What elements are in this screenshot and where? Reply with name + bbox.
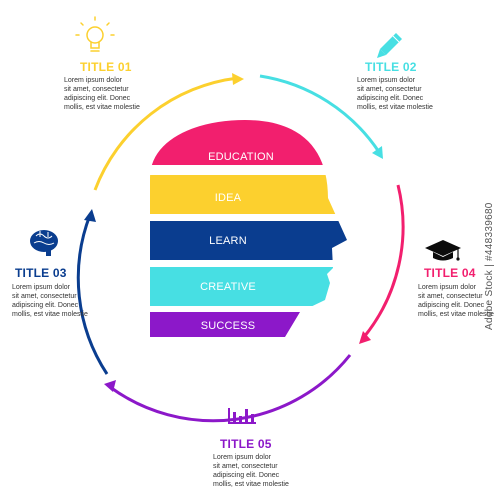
bar-chart-icon — [228, 408, 256, 424]
step-04-text: Lorem ipsum dolor sit amet, consectetur … — [418, 284, 494, 318]
lightbulb-icon — [75, 16, 115, 52]
step-01-text: Lorem ipsum dolor sit amet, consectetur … — [64, 77, 140, 111]
stock-watermark: Adobe Stock | #448339680 — [484, 202, 495, 330]
arrowhead-purple — [104, 380, 116, 392]
brain-icon — [30, 230, 58, 256]
arrowhead-yellow — [232, 73, 244, 85]
arc-cyan — [259, 74, 381, 153]
pencil-icon — [377, 33, 402, 58]
arrowhead-cyan — [372, 146, 383, 159]
arc-magenta — [362, 184, 405, 338]
step-05-text: Lorem ipsum dolor sit amet, consectetur … — [213, 454, 289, 488]
band-label-success: SUCCESS — [201, 320, 256, 332]
band-label-education: EDUCATION — [208, 151, 274, 163]
step-03-title: TITLE 03 — [15, 266, 67, 280]
head-band-idea — [150, 175, 347, 214]
step-05-title: TITLE 05 — [220, 437, 272, 451]
graduation-cap-icon — [425, 240, 461, 261]
head-silhouette — [150, 120, 347, 337]
step-04-title: TITLE 04 — [424, 266, 476, 280]
step-02-title: TITLE 02 — [365, 60, 417, 74]
arc-navy — [76, 214, 109, 375]
step-02-text: Lorem ipsum dolor sit amet, consectetur … — [357, 77, 433, 111]
step-01-title: TITLE 01 — [80, 60, 132, 74]
band-label-learn: LEARN — [209, 235, 247, 247]
arrowhead-magenta — [359, 331, 371, 344]
head-band-creative — [150, 267, 347, 306]
head-band-learn — [150, 221, 347, 260]
band-label-idea: IDEA — [215, 192, 242, 204]
arc-purple — [109, 354, 352, 423]
arc-yellow — [93, 76, 239, 191]
step-03-text: Lorem ipsum dolor sit amet, consectetur … — [12, 284, 88, 318]
band-label-creative: CREATIVE — [200, 281, 256, 293]
arrowhead-navy — [84, 209, 96, 222]
